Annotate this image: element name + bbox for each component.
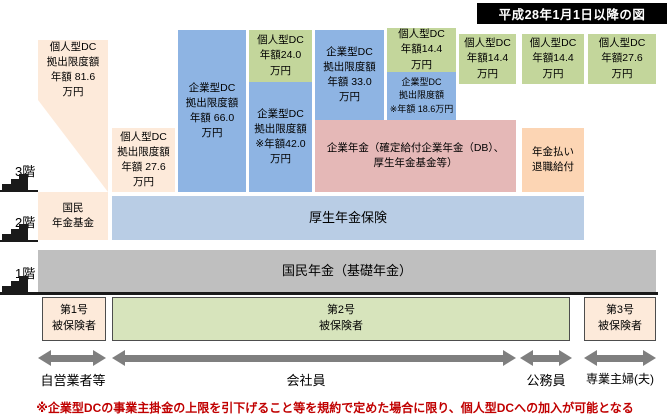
floor-3-baseline xyxy=(0,190,38,192)
footnote: ※企業型DCの事業主掛金の上限を引下げること等を規約で定めた場合に限り、個人型D… xyxy=(36,401,634,415)
basic-pension-block: 国民年金（基礎年金） xyxy=(38,250,656,292)
personal-dc-24-block: 個人型DC 年額24.0 万円 xyxy=(249,30,312,82)
corporate-dc-42-block: 企業型DC 拠出限度額 ※年額42.0 万円 xyxy=(249,82,312,192)
stairs-icon xyxy=(2,276,28,292)
personal-dc-self-employed-limit-block: 個人型DC 拠出限度額 年額 81.6 万円 xyxy=(38,40,108,100)
arrow-right-head-icon xyxy=(503,350,516,366)
corporate-dc-66-block: 企業型DC 拠出限度額 年額 66.0 万円 xyxy=(178,30,246,192)
personal-dc-144-mid-block: 個人型DC 年額14.4 万円 xyxy=(459,34,516,84)
insured-category-2-box: 第2号 被保険者 xyxy=(112,297,570,341)
floor-1-baseline xyxy=(0,292,658,295)
self-employed-range-arrow xyxy=(38,350,106,366)
arrow-shaft xyxy=(51,354,93,362)
floor-2-baseline xyxy=(0,240,38,242)
company-employee-range-arrow xyxy=(112,350,516,366)
retirement-benefit-block: 年金払い 退職給付 xyxy=(522,128,584,192)
employees-pension-insurance-block: 厚生年金保険 xyxy=(112,196,584,240)
arrow-left-head-icon xyxy=(520,350,533,366)
arrow-left-head-icon xyxy=(38,350,51,366)
personal-dc-spouse-block: 個人型DC 年額27.6 万円 xyxy=(588,34,656,84)
arrow-right-head-icon xyxy=(643,350,656,366)
corporate-dc-33-block: 企業型DC 拠出限度額 年額 33.0 万円 xyxy=(315,30,384,120)
arrow-shaft xyxy=(125,354,503,362)
stairs-icon xyxy=(2,224,28,240)
stairs-icon xyxy=(2,174,28,190)
title-box: 平成28年1月1日以降の図 xyxy=(477,3,667,24)
national-pension-fund-block: 国民 年金基金 xyxy=(38,192,108,240)
arrow-right-head-icon xyxy=(559,350,572,366)
arrow-shaft xyxy=(597,354,643,362)
occupation-self-employed-label: 自営業者等 xyxy=(40,373,106,388)
arrow-right-head-icon xyxy=(93,350,106,366)
occupation-homemaker-label: 専業主婦(夫) xyxy=(586,372,654,386)
civil-servant-range-arrow xyxy=(520,350,572,366)
arrow-shaft xyxy=(533,354,559,362)
corporate-dc-186-block: 企業型DC 拠出限度額 ※年額 18.6万円 xyxy=(387,72,456,120)
personal-dc-144-left-block: 個人型DC 年額14.4 万円 xyxy=(387,28,456,72)
homemaker-range-arrow xyxy=(584,350,656,366)
personal-dc-144-civil-servant-block: 個人型DC 年額14.4 万円 xyxy=(522,34,584,84)
arrow-left-head-icon xyxy=(112,350,125,366)
insured-category-1-box: 第1号 被保険者 xyxy=(42,297,106,341)
corporate-pension-db-block: 企業年金（確定給付企業年金（DB）、 厚生年金基金等） xyxy=(315,120,516,192)
funnel-triangle xyxy=(38,100,108,192)
occupation-company-employee-label: 会社員 xyxy=(286,373,326,388)
personal-dc-employee-limit-block: 個人型DC 拠出限度額 年額 27.6 万円 xyxy=(112,128,175,192)
insured-category-3-box: 第3号 被保険者 xyxy=(584,297,656,341)
arrow-left-head-icon xyxy=(584,350,597,366)
occupation-civil-servant-label: 公務員 xyxy=(526,373,566,388)
